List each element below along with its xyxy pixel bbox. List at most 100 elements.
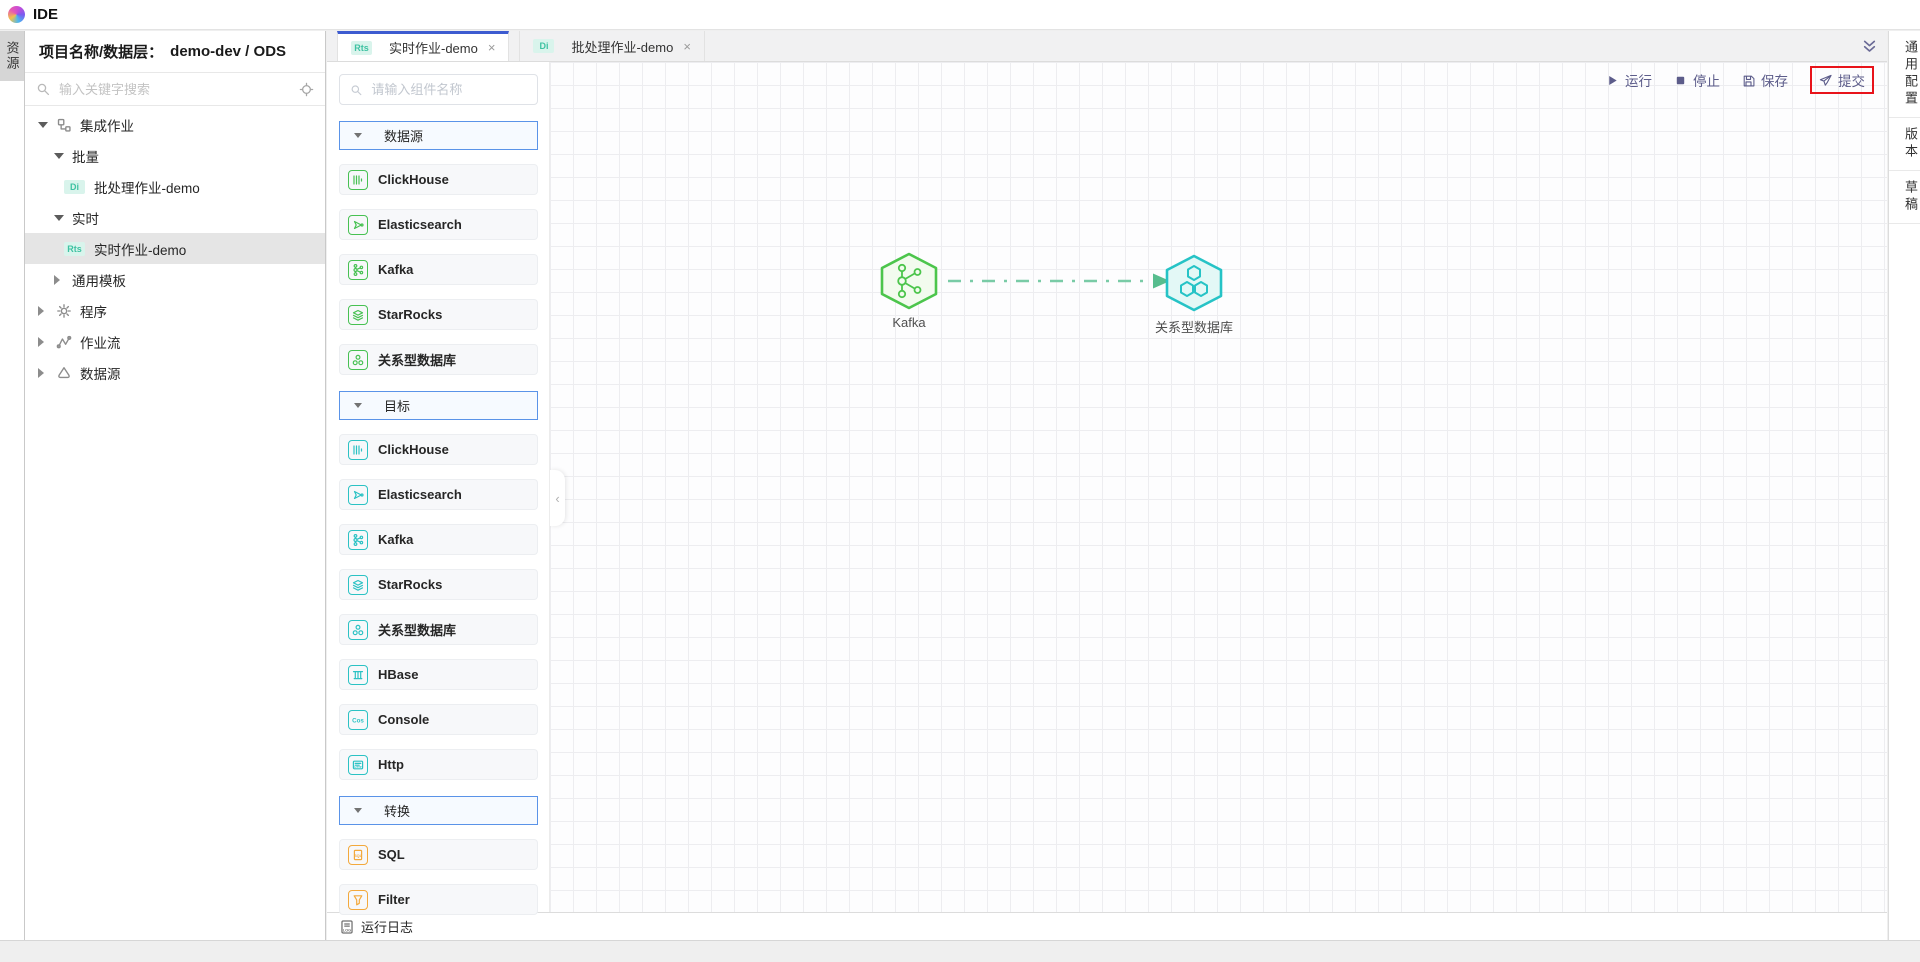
tree-item-label: 批量 [72, 149, 99, 165]
tree-item-label: 集成作业 [80, 118, 134, 134]
component-search-input[interactable] [369, 81, 527, 98]
app-header: IDE [0, 0, 1920, 30]
component-starrocks-target[interactable]: StarRocks [339, 569, 538, 600]
component-http-target[interactable]: HTTP Http [339, 749, 538, 780]
search-icon [351, 84, 362, 95]
chevron-left-icon: ‹ [555, 490, 560, 506]
component-clickhouse-source[interactable]: ClickHouse [339, 164, 538, 195]
component-kafka-target[interactable]: Kafka [339, 524, 538, 555]
component-kafka-source[interactable]: Kafka [339, 254, 538, 285]
integration-jobs-icon [56, 117, 72, 133]
save-button[interactable]: 保存 [1742, 70, 1788, 90]
component-starrocks-source[interactable]: StarRocks [339, 299, 538, 330]
tree-item-programs[interactable]: 程序 [25, 295, 325, 326]
tree-item-label: 批处理作业-demo [94, 180, 200, 196]
section-header-targets[interactable]: 目标 [339, 391, 538, 420]
close-icon[interactable]: × [683, 38, 691, 54]
tree-item-realtime-group[interactable]: 实时 [25, 202, 325, 233]
component-sql-transform[interactable]: SQL SQL [339, 839, 538, 870]
caret-right-icon[interactable] [38, 305, 44, 316]
tree-item-label: 实时作业-demo [94, 242, 187, 258]
palette-collapse-handle[interactable]: ‹ [550, 470, 565, 526]
tree-item-realtime-job-demo[interactable]: Rts 实时作业-demo [25, 233, 325, 264]
close-icon[interactable]: × [487, 40, 496, 55]
node-label-kafka: Kafka [892, 315, 926, 330]
component-console-target[interactable]: Cos Console [339, 704, 538, 735]
tree-item-label: 通用模板 [72, 273, 126, 289]
rail-tab-general-config[interactable]: 通用配置 [1889, 31, 1920, 118]
run-button[interactable]: 运行 [1606, 70, 1652, 90]
starrocks-icon [348, 304, 368, 325]
caret-right-icon[interactable] [38, 336, 44, 347]
job-type-badge: Di [533, 39, 555, 53]
job-type-badge: Di [64, 179, 85, 194]
http-icon: HTTP [348, 754, 368, 775]
node-relational-db[interactable] [1163, 254, 1225, 312]
caret-down-icon[interactable] [354, 403, 362, 408]
caret-down-icon[interactable] [54, 214, 64, 221]
tree-item-batch-job-demo[interactable]: Di 批处理作业-demo [25, 171, 325, 202]
tree-item-label: 程序 [80, 304, 107, 320]
relational-db-icon [348, 619, 368, 640]
console-icon: Cos [348, 709, 368, 730]
app-title: IDE [33, 6, 59, 23]
section-title: 目标 [384, 399, 411, 414]
locate-icon[interactable] [299, 82, 314, 97]
clickhouse-icon [348, 439, 368, 460]
tree-item-datasources[interactable]: 数据源 [25, 357, 325, 388]
node-kafka[interactable] [878, 252, 940, 310]
tree-item-workflows[interactable]: 作业流 [25, 326, 325, 357]
edge-kafka-to-relational-db [948, 273, 1170, 289]
svg-text:LOG: LOG [343, 927, 351, 932]
caret-down-icon[interactable] [354, 133, 362, 138]
section-header-transforms[interactable]: 转换 [339, 796, 538, 825]
run-label: 运行 [1625, 74, 1652, 89]
section-title: 数据源 [384, 129, 424, 144]
tab-label: 实时作业-demo [389, 41, 478, 56]
kafka-icon [348, 529, 368, 550]
run-log-label: 运行日志 [361, 920, 414, 935]
component-elasticsearch-target[interactable]: Elasticsearch [339, 479, 538, 510]
left-rail: 资源 [0, 31, 25, 940]
component-relational-db-target[interactable]: 关系型数据库 [339, 614, 538, 645]
caret-down-icon[interactable] [38, 121, 48, 128]
tab-batch-job-demo[interactable]: Di 批处理作业-demo × [519, 31, 705, 61]
project-header-value: demo-dev / ODS [170, 43, 287, 60]
component-clickhouse-target[interactable]: ClickHouse [339, 434, 538, 465]
caret-down-icon[interactable] [54, 152, 64, 159]
stop-button[interactable]: 停止 [1674, 70, 1720, 90]
caret-right-icon[interactable] [38, 367, 44, 378]
svg-text:HTTP: HTTP [354, 765, 361, 769]
tree-item-integration-jobs[interactable]: 集成作业 [25, 109, 325, 140]
sql-icon: SQL [348, 844, 368, 865]
resource-tree: 集成作业 批量 Di 批处理作业-demo 实时 Rts 实时作业-demo 通… [25, 106, 325, 388]
submit-button[interactable]: 提交 [1810, 66, 1874, 94]
tree-item-label: 作业流 [80, 335, 121, 351]
caret-down-icon[interactable] [354, 808, 362, 813]
component-relational-db-source[interactable]: 关系型数据库 [339, 344, 538, 375]
section-title: 转换 [384, 804, 411, 819]
filter-icon [348, 889, 368, 910]
tab-realtime-job-demo[interactable]: Rts 实时作业-demo × [337, 31, 510, 61]
caret-right-icon[interactable] [54, 274, 60, 285]
component-elasticsearch-source[interactable]: Elasticsearch [339, 209, 538, 240]
flow-canvas[interactable]: ‹ 运行 停止 保存 [550, 62, 1887, 912]
component-hbase-target[interactable]: HBase [339, 659, 538, 690]
explorer-search-input[interactable] [57, 80, 292, 98]
section-header-sources[interactable]: 数据源 [339, 121, 538, 150]
elasticsearch-icon [348, 484, 368, 505]
run-log-bar[interactable]: LOG 运行日志 [327, 912, 1887, 940]
rail-tab-resources[interactable]: 资源 [0, 31, 24, 81]
tree-item-label: 实时 [72, 211, 99, 227]
search-icon [37, 83, 50, 96]
component-filter-transform[interactable]: Filter [339, 884, 538, 915]
rail-tab-drafts[interactable]: 草稿 [1889, 171, 1920, 224]
tree-item-common-templates[interactable]: 通用模板 [25, 264, 325, 295]
chevron-double-down-icon[interactable] [1862, 39, 1877, 54]
tree-item-batch-group[interactable]: 批量 [25, 140, 325, 171]
save-icon [1743, 75, 1755, 86]
rail-tab-versions[interactable]: 版本 [1889, 118, 1920, 171]
component-palette: 数据源 ClickHouse Elasticsearch Kafka [327, 62, 550, 915]
app-logo-icon [8, 6, 25, 23]
starrocks-icon [348, 574, 368, 595]
